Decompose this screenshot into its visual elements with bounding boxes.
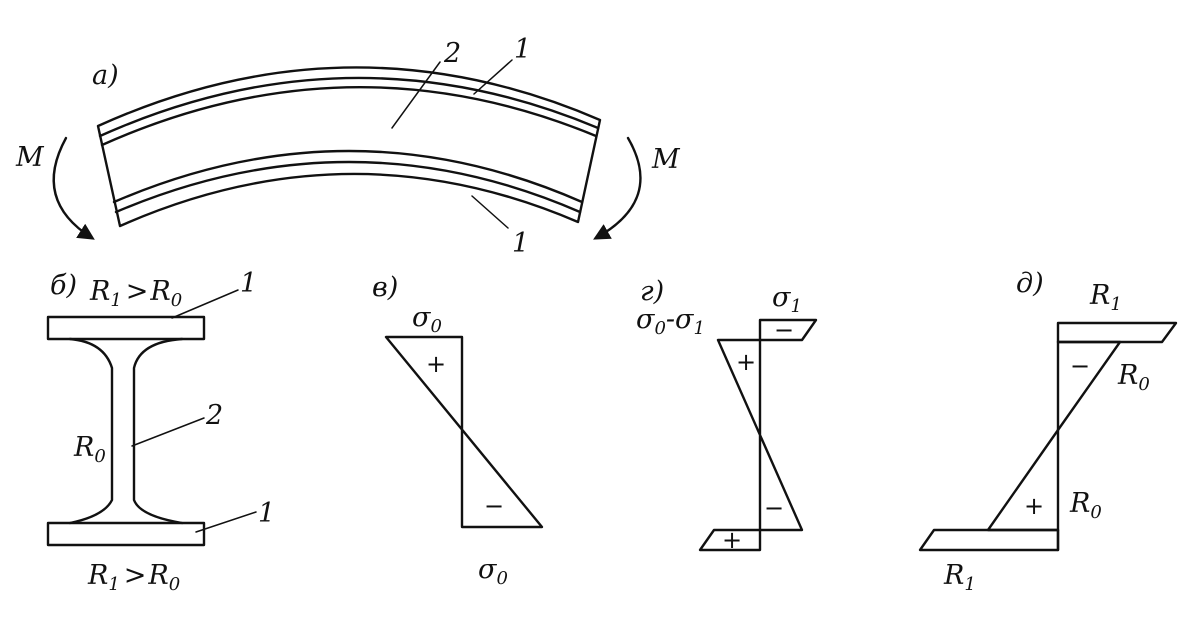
moment-label-right: М [651,144,681,175]
leader-b-2 [131,417,205,447]
moment-label-left: М [15,142,45,173]
resistance-web-upper [1056,340,1122,432]
stress-bottom-label: σ0 [478,554,508,589]
r1-top-label: R1 [1089,280,1122,315]
sign-plus-web: + [736,348,756,376]
sign-minus-d: − [1070,352,1090,380]
r0-lower-label: R0 [1069,488,1102,523]
panel-a: а) 2 1 1 М М [15,34,681,259]
sign-minus-flange: − [774,316,794,344]
stress-diagram-g [716,338,804,532]
top-flange [46,315,206,341]
stress-diagram-v [384,335,544,529]
flange-bottom-block [698,528,762,552]
r1-bottom-label: R1 [943,560,976,595]
bottom-flange [46,521,206,547]
panel-g-label: г) [640,276,664,307]
leader-2 [391,61,441,129]
sign-plus-v: + [426,350,446,378]
web-label: R0 [73,432,106,467]
flange-top-block [758,318,818,342]
panel-b-label: б) [50,270,77,301]
leader-1-top [473,59,513,95]
callout-2: 2 [443,38,461,69]
beam-bottom-lamina-inner [114,160,582,214]
sign-plus-d: + [1024,492,1044,520]
callout-1-bottom: 1 [512,228,529,259]
panel-b: б) R1>R0 1 2 1 R0 R1>R0 [46,268,275,595]
panel-v: в) σ0 + − σ0 [372,272,544,589]
bottom-flange-text: R1>R0 [87,560,180,595]
stress-diff-label: σ0-σ1 [636,304,705,339]
resistance-bottom-block [918,528,1060,552]
beam-outline [96,66,602,228]
sign-plus-flange: + [722,526,742,554]
resistance-web-lower [986,428,1060,532]
top-flange-text: R1>R0 [89,276,182,311]
moment-arrow-right [593,136,642,240]
leader-b-1-top [171,289,239,319]
leader-b-1-bottom [195,511,257,533]
resistance-top-block [1056,321,1178,344]
panel-d: д) R1 − R0 + R0 R1 [918,268,1178,595]
sign-minus-v: − [484,492,504,520]
callout-b-1-bottom: 1 [258,498,275,529]
moment-arrow-left [52,136,95,240]
beam-top-lamina [98,76,600,138]
r0-upper-label: R0 [1117,360,1150,395]
stress-flange-label: σ1 [772,282,802,317]
web [68,337,114,525]
panel-a-label: а) [92,60,119,91]
stress-top-label: σ0 [412,302,442,337]
panel-d-label: д) [1016,268,1044,299]
beam-bottom-lamina [112,149,584,204]
callout-1-top: 1 [514,34,531,65]
panel-v-label: в) [372,272,398,303]
callout-b-1-top: 1 [240,268,257,299]
leader-1-bottom [471,195,509,229]
callout-b-2: 2 [205,400,223,431]
web-right [132,337,184,525]
panel-g: г) σ0-σ1 σ1 − + − + [636,276,818,554]
beam-top-lamina-inner [100,85,598,147]
sign-minus-web: − [764,494,784,522]
